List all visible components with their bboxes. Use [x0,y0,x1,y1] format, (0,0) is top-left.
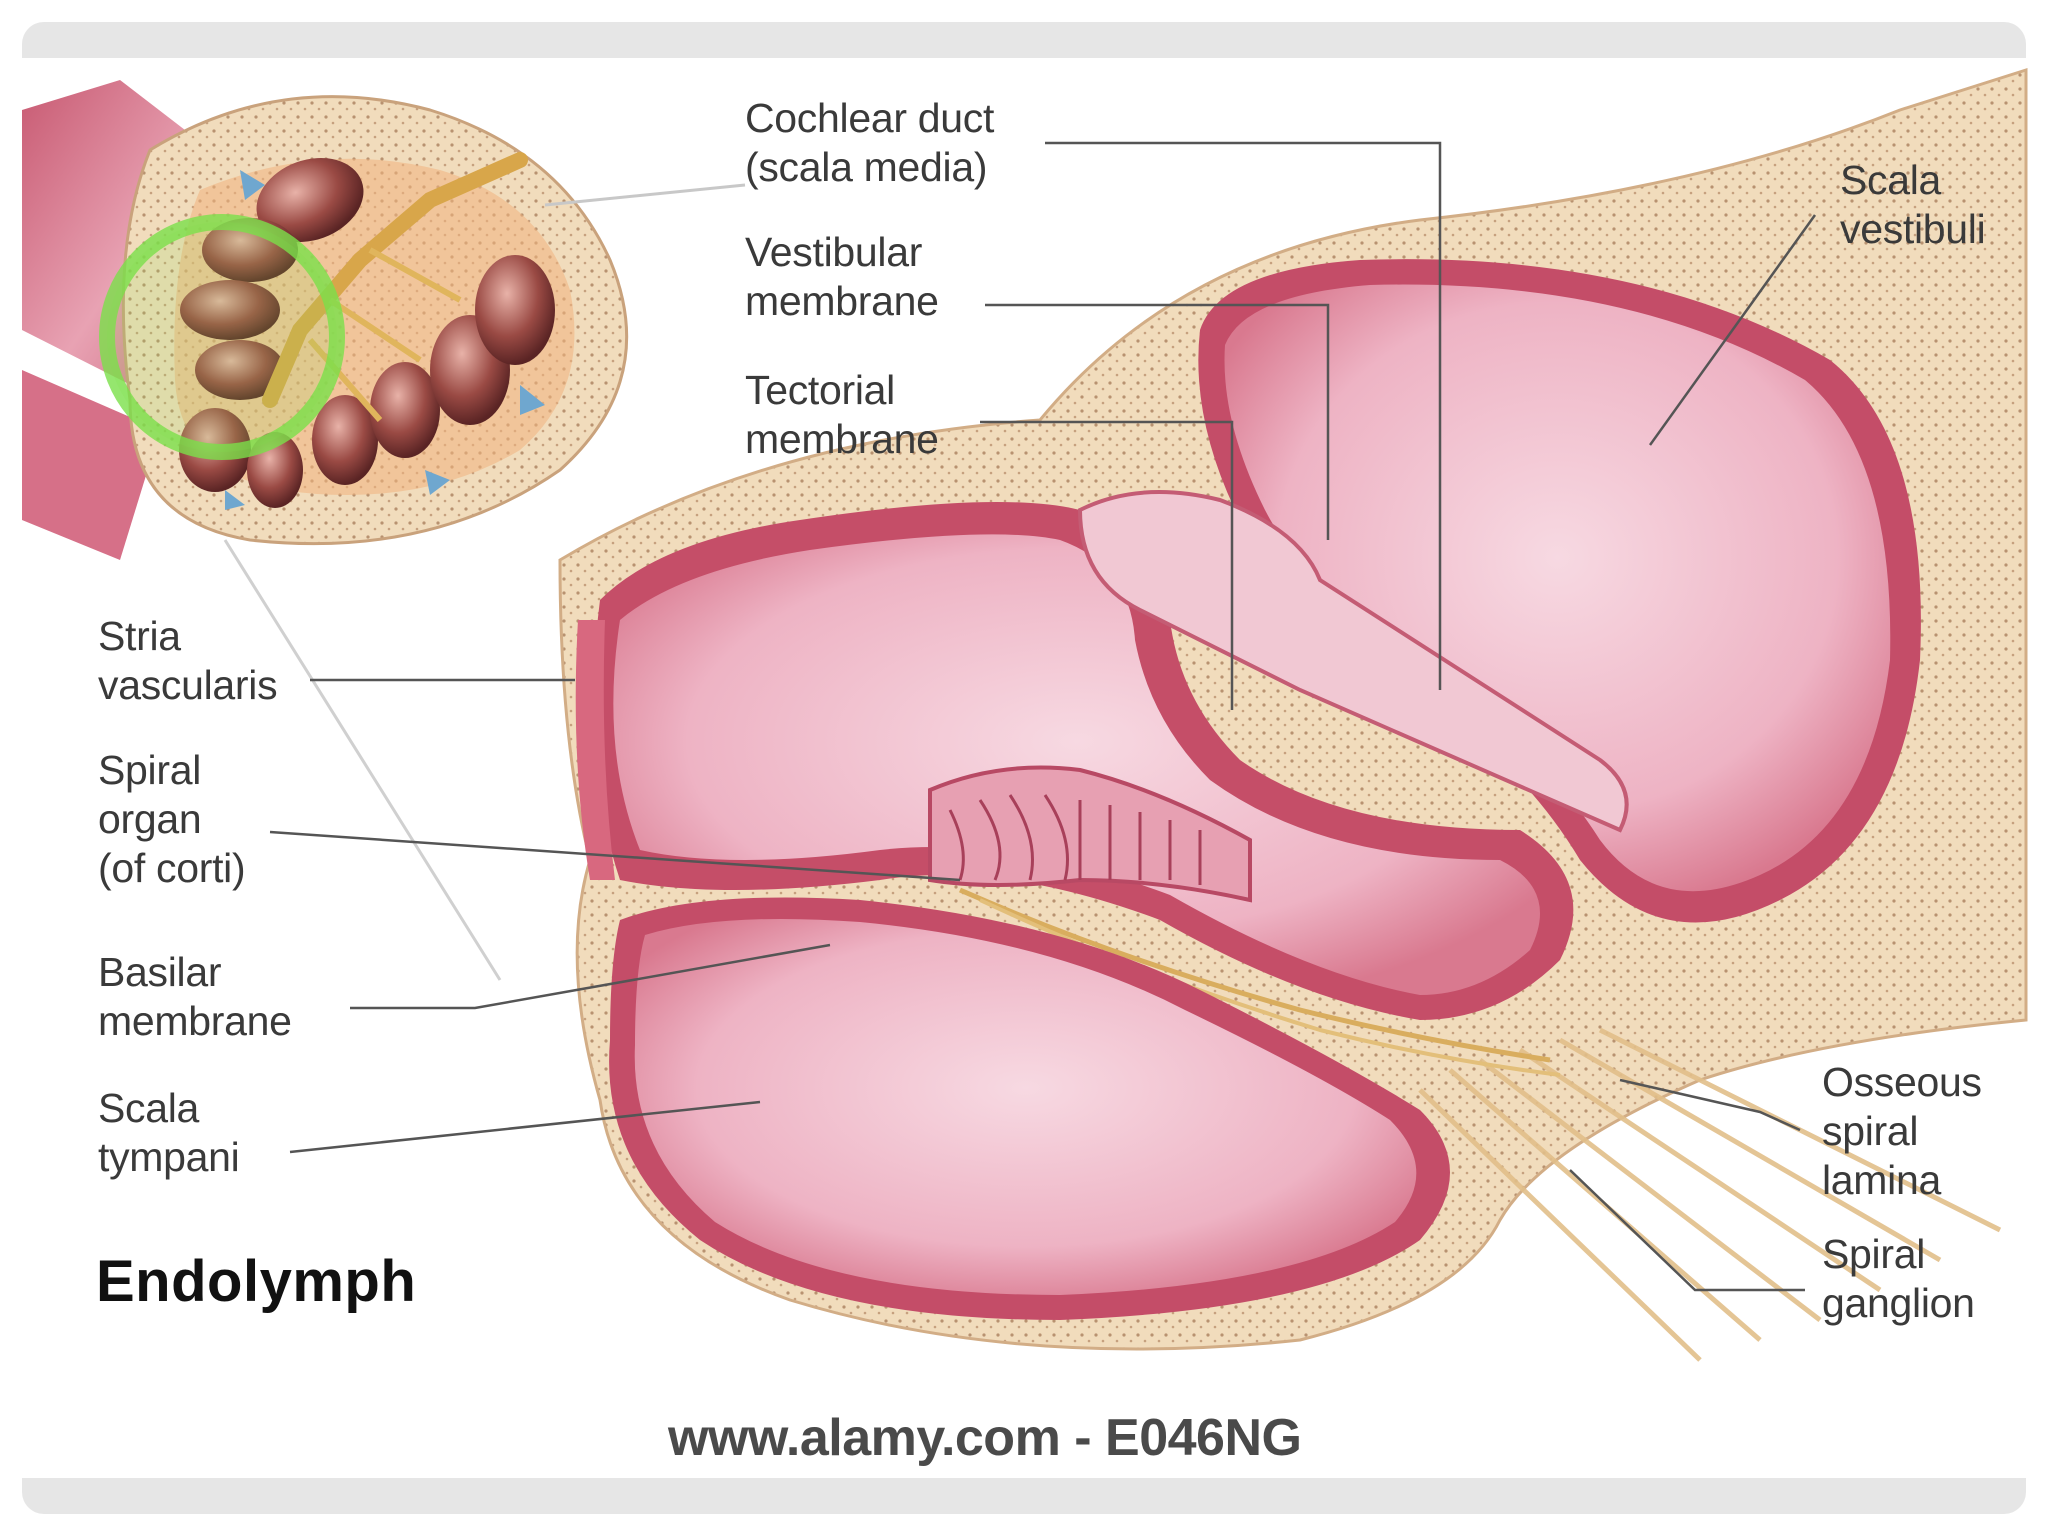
leader-basilar-membrane [350,943,831,1010]
leader-scala-tympani [289,1100,761,1154]
label-scala-vestibuli: Scala vestibuli [1840,157,1986,252]
label-basilar-membrane: Basilar membrane [98,949,292,1044]
leader-tectorial-membrane [980,420,1234,710]
leader-osseous-spiral-lamina [1619,1078,1801,1132]
label-osseous-spiral-lamina: Osseous spiral lamina [1822,1059,1982,1203]
leader-lines [269,141,1817,1292]
label-stria-vascularis: Stria vascularis [98,613,278,708]
leader-scala-vestibuli [1648,214,1817,446]
label-vestibular-membrane: Vestibular membrane [745,229,939,324]
label-spiral-organ: Spiral organ (of corti) [98,747,246,891]
leader-spiral-ganglion [1569,1169,1805,1292]
label-spiral-ganglion: Spiral ganglion [1822,1231,1975,1326]
main-cochlea-section [558,67,2028,1362]
leader-spiral-organ [269,830,961,882]
leader-cochlear-duct [1045,141,1442,690]
highlight-ring [99,214,345,460]
leader-vestibular-membrane [985,303,1330,540]
label-cochlear-duct: Cochlear duct (scala media) [745,95,995,190]
watermark-text: www.alamy.com - E046NG [668,1409,1302,1467]
label-scala-tympani: Scala tympani [98,1085,240,1180]
diagram-title: Endolymph [96,1249,417,1314]
inset-cochlea-section [22,80,746,981]
label-tectorial-membrane: Tectorial membrane [745,367,939,462]
